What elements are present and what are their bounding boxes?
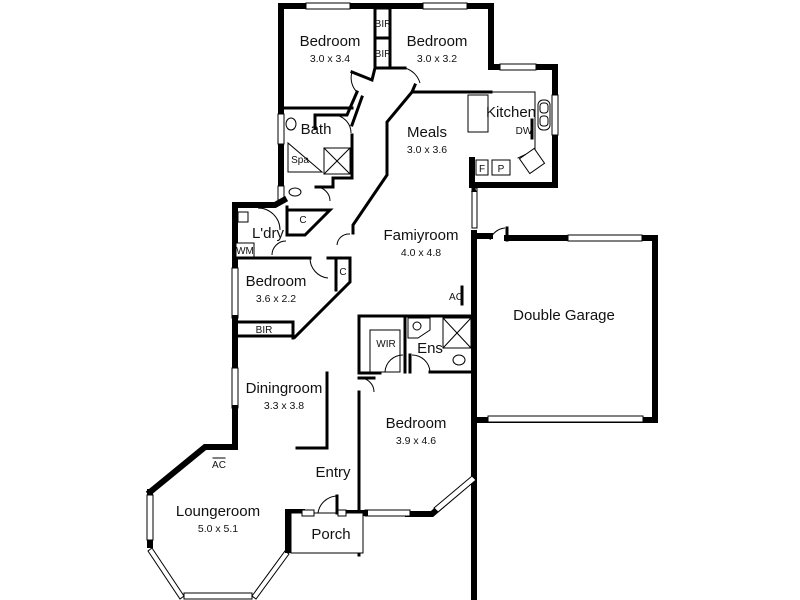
label-bedroom-nw: Bedroom <box>300 33 361 50</box>
kitchen-island <box>467 94 489 133</box>
label-wm: WM <box>236 246 254 257</box>
label-porch: Porch <box>311 526 350 543</box>
lounge-walls <box>146 489 364 600</box>
label-double-garage: Double Garage <box>513 307 615 324</box>
room-labels: Bedroom 3.0 x 3.4 Bedroom 3.0 x 3.2 BIR … <box>176 19 615 543</box>
label-familyroom: Famiyroom <box>383 227 458 244</box>
label-dw: DW <box>516 126 533 137</box>
ensuite-walls <box>357 314 476 393</box>
laundry-walls <box>232 195 351 321</box>
label-bir-2: BIR <box>375 49 392 60</box>
label-meals: Meals <box>407 124 447 141</box>
label-loungeroom: Loungeroom <box>176 503 260 520</box>
label-bath: Bath <box>301 121 332 138</box>
dim-bedroom-w: 3.6 x 2.2 <box>256 293 296 305</box>
dim-meals: 3.0 x 3.6 <box>407 144 447 156</box>
label-ac-lounge: AC <box>212 460 226 471</box>
label-wir: WIR <box>376 339 395 350</box>
label-bir-1: BIR <box>375 19 392 30</box>
dim-familyroom: 4.0 x 4.8 <box>401 247 441 259</box>
fridge-box <box>475 159 489 176</box>
label-kitchen: Kitchen <box>486 104 536 121</box>
label-bedroom-w: Bedroom <box>246 273 307 290</box>
cooktop-icon <box>518 147 546 175</box>
kitchen-walls <box>467 63 559 229</box>
dim-bedroom-ne: 3.0 x 3.2 <box>417 53 457 65</box>
bedroom-wing-walls <box>278 2 494 235</box>
bath-walls <box>277 105 354 202</box>
label-bir-3: BIR <box>256 325 273 336</box>
dim-diningroom: 3.3 x 3.8 <box>264 400 304 412</box>
label-laundry: L'dry <box>252 225 285 242</box>
family-garage-walls <box>460 226 658 600</box>
porch-box <box>290 512 364 554</box>
label-fridge: F <box>479 164 485 175</box>
label-diningroom: Diningroom <box>246 380 323 397</box>
label-cupboard-1: C <box>299 215 306 226</box>
label-entry: Entry <box>315 464 351 481</box>
label-spa: Spa <box>291 155 309 166</box>
toilet-icon <box>288 187 302 197</box>
dim-bedroom-nw: 3.0 x 3.4 <box>310 53 350 65</box>
basin-icon <box>285 117 297 131</box>
label-bedroom-master: Bedroom <box>386 415 447 432</box>
bedroom-w-walls <box>231 256 352 368</box>
dining-walls <box>145 367 329 497</box>
wir-box <box>369 329 401 373</box>
label-pantry: P <box>498 164 505 175</box>
label-ac-family: AC <box>449 292 463 303</box>
window-bedroom-ne <box>422 2 468 10</box>
label-cupboard-2: C <box>339 267 346 278</box>
window-bedroom-nw <box>305 2 351 10</box>
dim-loungeroom: 5.0 x 5.1 <box>198 523 238 535</box>
trough-icon <box>237 211 249 223</box>
label-bedroom-ne: Bedroom <box>407 33 468 50</box>
label-ensuite: Ens <box>417 340 443 357</box>
dim-bedroom-master: 3.9 x 4.6 <box>396 435 436 447</box>
spa-icon <box>287 141 324 173</box>
pantry-box <box>491 159 511 176</box>
